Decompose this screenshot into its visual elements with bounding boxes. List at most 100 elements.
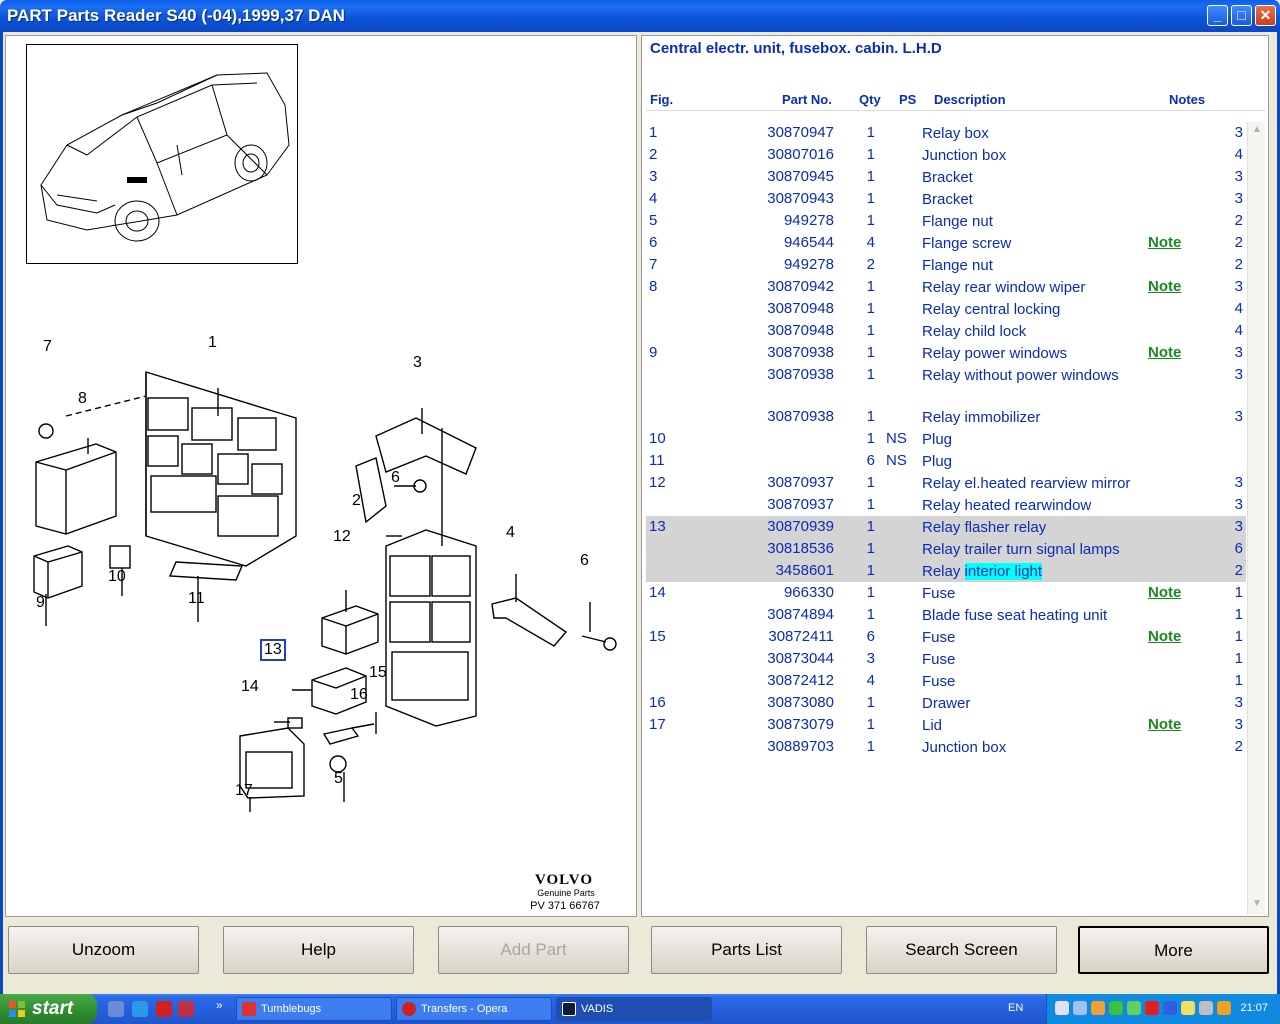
callout-label[interactable]: 10 <box>108 568 126 585</box>
scroll-down-icon[interactable]: ▼ <box>1252 898 1262 909</box>
maximize-button[interactable]: □ <box>1231 5 1252 26</box>
clock[interactable]: 21:07 <box>1240 1002 1268 1014</box>
opera-icon[interactable] <box>156 1001 172 1017</box>
row-fig: 16 <box>649 694 666 711</box>
tray-app-icon[interactable] <box>1109 1001 1123 1015</box>
callout-label[interactable]: 3 <box>413 354 422 371</box>
tray-app-icon[interactable] <box>1181 1001 1195 1015</box>
row-description: Relay central locking <box>922 301 1061 318</box>
minimize-button[interactable]: _ <box>1207 5 1228 26</box>
callout-label[interactable]: 8 <box>78 390 87 407</box>
language-indicator[interactable]: EN <box>1008 1002 1024 1014</box>
callout-label[interactable]: 5 <box>334 770 343 787</box>
task-vadis[interactable]: VADIS <box>556 997 712 1021</box>
start-button[interactable]: start <box>0 994 97 1024</box>
task-opera-transfers[interactable]: Transfers - Opera <box>396 997 552 1021</box>
note-link[interactable]: Note <box>1148 716 1182 733</box>
unzoom-button[interactable]: Unzoom <box>8 926 199 974</box>
callout-label[interactable]: 2 <box>352 492 361 509</box>
tray-app-icon[interactable] <box>1127 1001 1141 1015</box>
tray-app-icon[interactable] <box>1217 1001 1231 1015</box>
note-link[interactable]: Note <box>1148 234 1182 251</box>
tray-app-icon[interactable] <box>1163 1001 1177 1015</box>
network-icon[interactable] <box>1055 1001 1069 1015</box>
note-link[interactable]: Note <box>1148 584 1182 601</box>
header-divider <box>646 110 1266 111</box>
antivirus-icon[interactable] <box>1145 1001 1159 1015</box>
vertical-scrollbar[interactable]: ▲ ▼ <box>1247 122 1265 914</box>
callout-label[interactable]: 1 <box>208 334 217 351</box>
callout-label[interactable]: 14 <box>241 678 259 695</box>
task-tumblebugs[interactable]: Tumblebugs <box>236 997 392 1021</box>
title-bar[interactable]: PART Parts Reader S40 (-04),1999,37 DAN … <box>0 0 1280 32</box>
row-qty: 1 <box>866 168 875 185</box>
callout-label[interactable]: 12 <box>333 528 351 545</box>
scroll-up-icon[interactable]: ▲ <box>1252 124 1262 135</box>
volume-icon[interactable] <box>1091 1001 1105 1015</box>
row-description: Fuse <box>922 673 956 690</box>
more-button[interactable]: More <box>1078 926 1269 974</box>
search-screen-button[interactable]: Search Screen <box>866 926 1057 974</box>
callout-label[interactable]: 15 <box>369 664 387 681</box>
row-description: Flange nut <box>922 213 993 230</box>
close-button[interactable]: ✕ <box>1255 5 1276 26</box>
row-part-no: 30870943 <box>767 190 834 207</box>
callout-label[interactable]: 6 <box>580 552 589 569</box>
callout-label[interactable]: 4 <box>506 524 515 541</box>
note-link[interactable]: Note <box>1148 344 1182 361</box>
app-quicklaunch-icon[interactable] <box>178 1001 194 1017</box>
parts-list-button[interactable]: Parts List <box>651 926 842 974</box>
internet-explorer-icon[interactable] <box>132 1001 148 1017</box>
callout-label[interactable]: 11 <box>188 590 205 607</box>
note-link[interactable]: Note <box>1148 628 1182 645</box>
add-part-button[interactable]: Add Part <box>438 926 629 974</box>
callout-label[interactable]: 17 <box>235 782 253 799</box>
row-note-number: 3 <box>1234 168 1243 185</box>
diagram-panel[interactable]: 7 1 8 3 6 2 12 4 6 10 11 9 13 14 15 16 1… <box>5 35 637 917</box>
callout-label[interactable]: 9 <box>36 594 45 611</box>
callout-label[interactable]: 7 <box>43 338 52 355</box>
show-desktop-icon[interactable] <box>108 1001 124 1017</box>
parts-panel[interactable]: Central electr. unit, fusebox. cabin. L.… <box>641 35 1269 917</box>
column-header-fig: Fig. <box>650 92 674 107</box>
callout-label[interactable]: 16 <box>350 686 368 703</box>
callout-label-selected[interactable]: 13 <box>260 639 286 661</box>
callout-label[interactable]: 6 <box>391 469 400 486</box>
monitor-icon[interactable] <box>1073 1001 1087 1015</box>
note-link[interactable]: Note <box>1148 278 1182 295</box>
help-button[interactable]: Help <box>223 926 414 974</box>
quicklaunch-overflow-icon[interactable]: » <box>216 998 223 1012</box>
row-qty: 1 <box>866 694 875 711</box>
opera-icon <box>402 1002 416 1016</box>
tray-app-icon[interactable] <box>1199 1001 1213 1015</box>
